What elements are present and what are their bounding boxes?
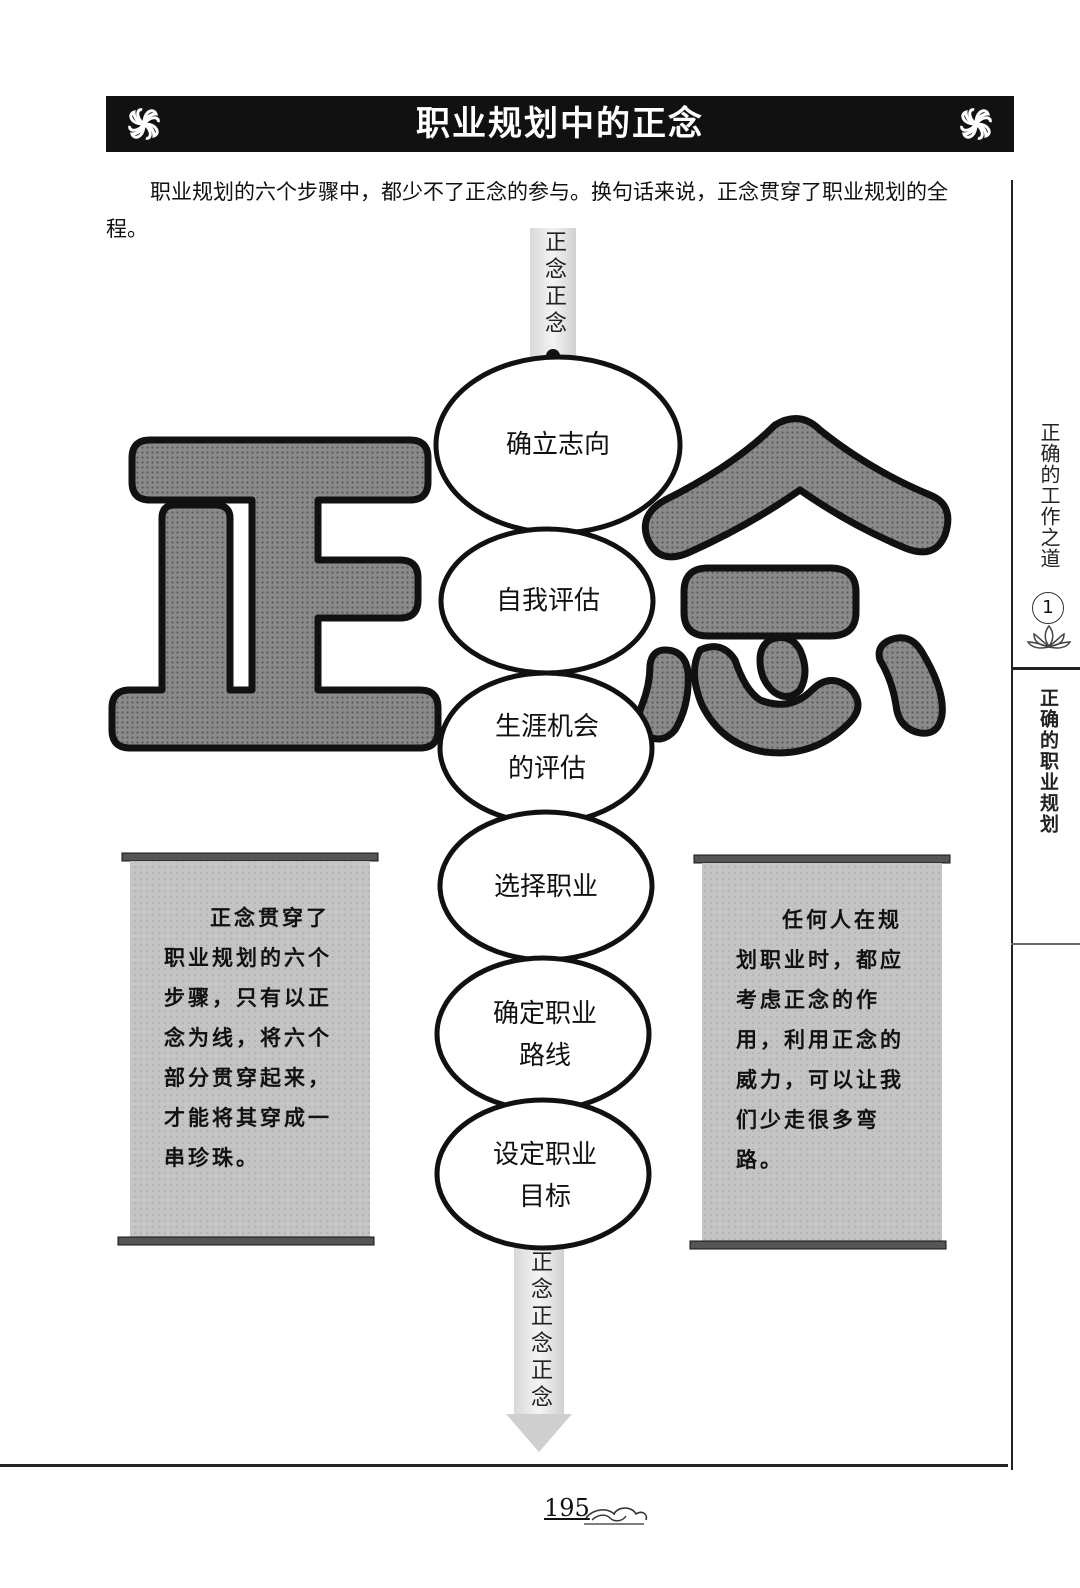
scroll-right bbox=[689, 854, 951, 1250]
page-number: 195 bbox=[544, 1494, 590, 1522]
thread-bottom bbox=[506, 1236, 572, 1452]
big-char-zheng bbox=[108, 436, 442, 752]
footer-rule bbox=[0, 1464, 1008, 1467]
thread-top bbox=[530, 228, 576, 363]
step-label-1: 确立志向 bbox=[505, 430, 610, 460]
intro-paragraph: 职业规划的六个步骤中，都少不了正念的参与。换句话来说，正念贯穿了职业规划的全程。 bbox=[106, 180, 948, 241]
thread-top-text: 正念正念 bbox=[541, 230, 566, 338]
sidebar-divider bbox=[1011, 180, 1013, 1470]
step-label-6: 设定职业目标 bbox=[492, 1140, 597, 1212]
sidebar-section-title: 正确的职业规划 bbox=[1037, 688, 1059, 835]
sidebar-rule bbox=[1011, 667, 1080, 670]
sidebar-rule bbox=[1011, 943, 1080, 945]
big-char-nian bbox=[635, 415, 952, 757]
step-label-3: 生涯机会的评估 bbox=[494, 712, 599, 784]
step-label-2: 自我评估 bbox=[495, 586, 600, 616]
step-ellipses bbox=[433, 354, 683, 1251]
sidebar-chapter-number: 1 bbox=[1032, 592, 1064, 624]
pinwheel-flower-icon bbox=[128, 108, 160, 140]
scroll-left bbox=[117, 852, 379, 1246]
cloud-ornament-icon bbox=[584, 1507, 648, 1525]
page-title: 职业规划中的正念 bbox=[416, 104, 704, 144]
header-banner: 职业规划中的正念 bbox=[106, 96, 1014, 152]
step-label-5: 确定职业路线 bbox=[492, 999, 597, 1071]
pinwheel-flower-icon bbox=[960, 108, 992, 140]
lotus-icon bbox=[1026, 624, 1072, 649]
scroll-right-text: 任何人在规划职业时，都应考虑正念的作用，利用正念的威力，可以让我们少走很多弯路。 bbox=[736, 907, 904, 1172]
sidebar-chapter-title: 正确的工作之道 bbox=[1037, 422, 1061, 569]
step-label-4: 选择职业 bbox=[493, 872, 598, 902]
step-ellipse bbox=[434, 1097, 652, 1251]
scroll-left-text: 正念贯穿了职业规划的六个步骤，只有以正念为线，将六个部分贯穿起来，才能将其穿成一… bbox=[164, 905, 332, 1170]
thread-bottom-text: 正念正念正念 bbox=[527, 1250, 552, 1412]
